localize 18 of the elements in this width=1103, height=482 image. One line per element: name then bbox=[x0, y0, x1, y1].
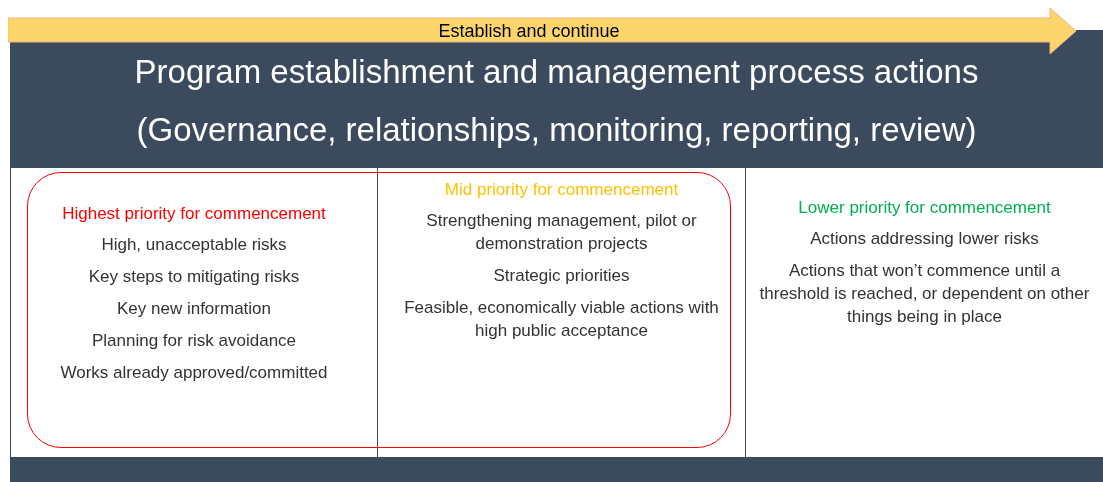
header-title: Program establishment and management process actions bbox=[134, 52, 979, 92]
list-item: Planning for risk avoidance bbox=[91, 330, 297, 352]
list-item: Key new information bbox=[117, 298, 271, 320]
column-heading: Highest priority for commencement bbox=[62, 203, 326, 225]
list-item: Actions addressing lower risks bbox=[810, 228, 1039, 250]
highlight-outline bbox=[27, 172, 731, 448]
list-item: Strategic priorities bbox=[493, 265, 630, 287]
column-heading: Lower priority for commencement bbox=[798, 197, 1051, 219]
list-item: Actions that won’t commence until a threshold is reached, or dependent on other things being in place bbox=[758, 260, 1091, 328]
list-item: Key steps to mitigating risks bbox=[88, 266, 300, 288]
header-title: (Governance, relationships, monitoring, reporting, review) bbox=[136, 110, 977, 150]
list-item: Works already approved/committed bbox=[60, 362, 328, 384]
list-item: Feasible, economically viable actions with high public acceptance bbox=[403, 297, 720, 342]
column-heading: Mid priority for commencement bbox=[444, 179, 679, 201]
list-item: Strengthening management, pilot or demonstration projects bbox=[425, 210, 698, 255]
footer-band bbox=[10, 457, 1103, 482]
list-item: High, unacceptable risks bbox=[101, 234, 287, 256]
banner-label: Establish and continue bbox=[437, 20, 621, 42]
